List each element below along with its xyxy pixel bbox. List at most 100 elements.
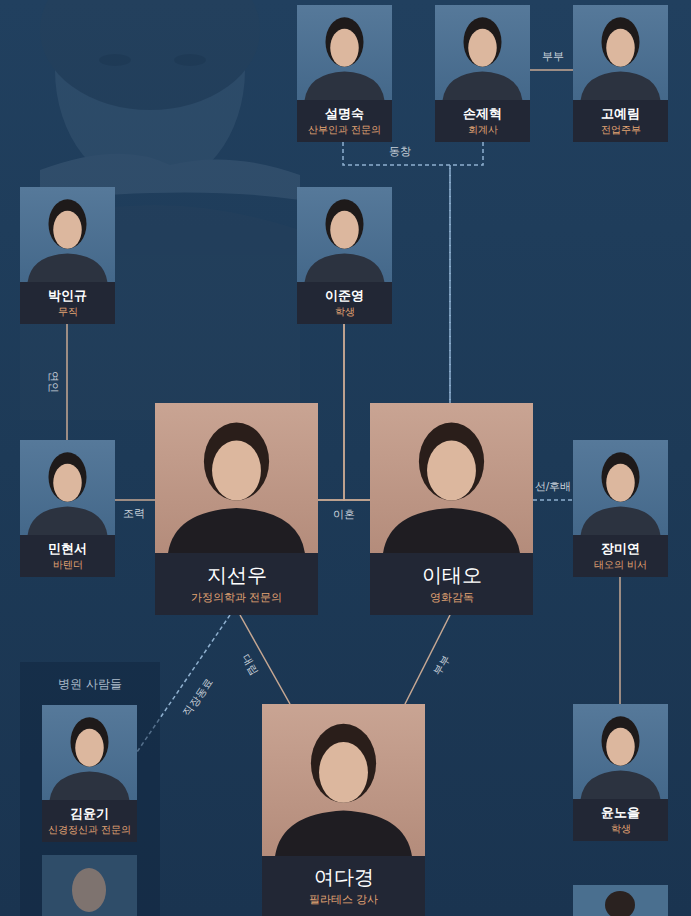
character-card: 이준영학생	[297, 187, 392, 324]
shoulder-shape	[581, 72, 661, 101]
main-character-card: 여다경필라테스 강사	[262, 704, 425, 916]
character-role: 전업주부	[576, 123, 665, 136]
hair-shape	[71, 717, 109, 766]
relation-line	[318, 324, 344, 500]
portrait-frame	[20, 440, 115, 535]
face-shape	[606, 29, 635, 67]
portrait-frame	[370, 403, 533, 553]
relation-label: 대립	[240, 653, 261, 678]
hair-shape	[204, 423, 269, 501]
name-band: 장미연태오의 비서	[573, 535, 668, 577]
shoulder-shape	[168, 508, 305, 553]
portrait-frame	[435, 5, 530, 100]
relation-label: 조력	[123, 508, 145, 520]
character-role: 무직	[23, 305, 112, 318]
relation-label: 선/후배	[535, 481, 572, 493]
shoulder-shape	[50, 772, 130, 801]
portrait-art	[370, 403, 533, 553]
portrait-art	[20, 440, 115, 535]
portrait-frame	[573, 440, 668, 535]
character-role: 신경정신과 전문의	[45, 823, 134, 836]
hair-shape	[419, 423, 484, 501]
character-name: 여다경	[265, 865, 422, 890]
portrait-art	[262, 704, 425, 856]
shoulder-shape	[305, 72, 385, 101]
face-shape	[606, 728, 635, 766]
relation-line	[318, 499, 370, 501]
relation-label: 이혼	[333, 509, 355, 521]
portrait-frame	[297, 187, 392, 282]
hair-shape	[326, 17, 364, 66]
relation-label: 부부	[432, 653, 453, 678]
hair-shape	[602, 452, 640, 501]
portrait-art	[42, 705, 137, 800]
name-band: 이준영학생	[297, 282, 392, 324]
face-shape	[468, 29, 497, 67]
face-shape	[427, 441, 476, 501]
character-card: 손제혁회계사	[435, 5, 530, 142]
character-name: 지선우	[158, 563, 315, 588]
character-role: 필라테스 강사	[265, 893, 422, 907]
character-card: 민현서바텐더	[20, 440, 115, 577]
hair-shape	[464, 17, 502, 66]
portrait-frame	[262, 704, 425, 856]
name-band: 윤노을학생	[573, 799, 668, 841]
character-role: 바텐더	[23, 558, 112, 571]
hair-shape	[311, 724, 376, 803]
relation-line	[240, 615, 290, 704]
character-role: 산부인과 전문의	[300, 123, 389, 136]
name-band: 김윤기신경정신과 전문의	[42, 800, 137, 842]
character-name: 윤노을	[576, 805, 665, 821]
name-band: 이태오영화감독	[370, 553, 533, 615]
shoulder-shape	[305, 254, 385, 283]
group-title: 병원 사람들	[20, 676, 160, 693]
name-band: 지선우가정의학과 전문의	[155, 553, 318, 615]
character-name: 박인규	[23, 288, 112, 304]
main-character-card: 지선우가정의학과 전문의	[155, 403, 318, 615]
character-name: 고예림	[576, 106, 665, 122]
character-role: 가정의학과 전문의	[158, 591, 315, 605]
portrait-frame	[20, 187, 115, 282]
portrait-art	[573, 5, 668, 100]
face-shape	[75, 729, 104, 767]
group-panel: 병원 사람들김윤기신경정신과 전문의	[20, 662, 160, 916]
portrait-frame	[155, 403, 318, 553]
name-band: 박인규무직	[20, 282, 115, 324]
relation-label: 부부	[542, 51, 564, 63]
shoulder-shape	[28, 254, 108, 283]
hair-shape	[49, 199, 87, 248]
portrait-frame	[573, 704, 668, 799]
hair-shape	[49, 452, 87, 501]
name-band: 여다경필라테스 강사	[262, 856, 425, 916]
character-name: 민현서	[23, 541, 112, 557]
portrait-art	[20, 187, 115, 282]
name-band: 민현서바텐더	[20, 535, 115, 577]
shoulder-shape	[581, 771, 661, 800]
face-shape	[53, 211, 82, 249]
portrait-frame	[573, 5, 668, 100]
character-card: 설명숙산부인과 전문의	[297, 5, 392, 142]
character-name: 이준영	[300, 288, 389, 304]
portrait-art	[297, 187, 392, 282]
character-name: 손제혁	[438, 106, 527, 122]
portrait-art	[573, 440, 668, 535]
relation-line	[115, 499, 155, 501]
character-card: 장미연태오의 비서	[573, 440, 668, 577]
character-card: 윤노을학생	[573, 704, 668, 841]
watermark-portrait	[20, 0, 300, 420]
relation-line	[530, 69, 573, 71]
character-card: 고예림전업주부	[573, 5, 668, 142]
name-band: 설명숙산부인과 전문의	[297, 100, 392, 142]
shoulder-shape	[443, 72, 523, 101]
character-role: 학생	[300, 305, 389, 318]
hair-shape	[602, 716, 640, 765]
main-character-card: 이태오영화감독	[370, 403, 533, 615]
partial-card	[573, 885, 668, 916]
character-card: 김윤기신경정신과 전문의	[42, 705, 137, 842]
shoulder-shape	[275, 810, 412, 856]
portrait-art	[155, 403, 318, 553]
dashed-relation-line	[533, 499, 573, 501]
character-role: 회계사	[438, 123, 527, 136]
character-name: 김윤기	[45, 806, 134, 822]
